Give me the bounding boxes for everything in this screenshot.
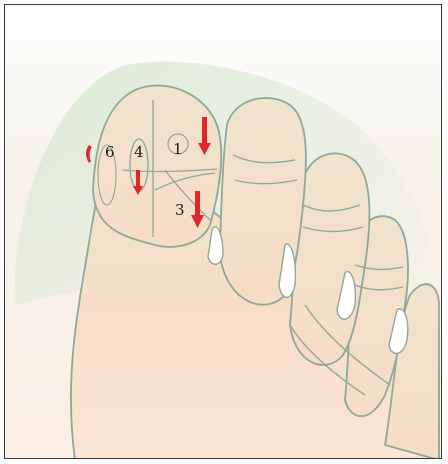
label-area-6: 6 <box>105 143 115 161</box>
figure-frame: 1 4 6 3 <box>4 4 442 459</box>
foot-diagram: 1 4 6 3 <box>5 5 442 459</box>
label-area-3: 3 <box>175 201 185 219</box>
label-area-1: 1 <box>173 140 183 158</box>
label-area-4: 4 <box>134 143 144 161</box>
toe-big <box>93 85 221 246</box>
